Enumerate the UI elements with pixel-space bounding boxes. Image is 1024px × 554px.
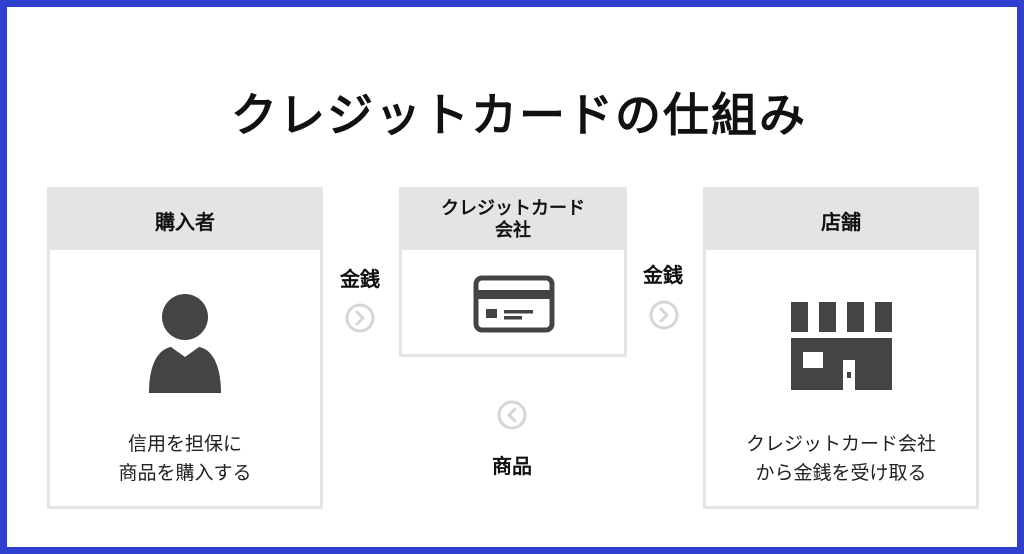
card-company-box: クレジットカード 会社 [399,187,627,357]
buyer-description-line2: 商品を購入する [118,462,252,484]
buyer-header: 購入者 [50,190,320,250]
buyer-header-label: 購入者 [155,209,215,234]
store-description-line2: から金銭を受け取る [755,462,927,484]
store-header-label: 店舗 [821,209,861,234]
chevron-right-circle-icon [649,300,679,330]
diagram-title: クレジットカードの仕組み [231,88,807,142]
card-company-header-line1: クレジットカード [441,198,585,219]
chevron-left-circle-icon [497,400,527,430]
money-label-1: 金銭 [340,267,380,291]
chevron-right-circle-icon [345,303,375,333]
store-box: 店舗 クレジットカード会社 から金銭を受け取る [703,187,979,509]
goods-label: 商品 [492,454,532,478]
card-company-header: クレジットカード 会社 [402,190,624,250]
credit-card-icon [473,275,555,333]
store-header: 店舗 [706,190,976,250]
buyer-box: 購入者 信用を担保に 商品を購入する [47,187,323,509]
store-icon [791,302,892,390]
store-description-line1: クレジットカード会社 [745,433,936,455]
money-label-2: 金銭 [643,263,683,287]
buyer-description-line1: 信用を担保に [127,433,242,455]
card-company-header-line2: 会社 [495,220,531,241]
person-icon [149,294,221,393]
buyer-description: 信用を担保に 商品を購入する [50,430,320,488]
store-description: クレジットカード会社 から金銭を受け取る [706,430,976,488]
